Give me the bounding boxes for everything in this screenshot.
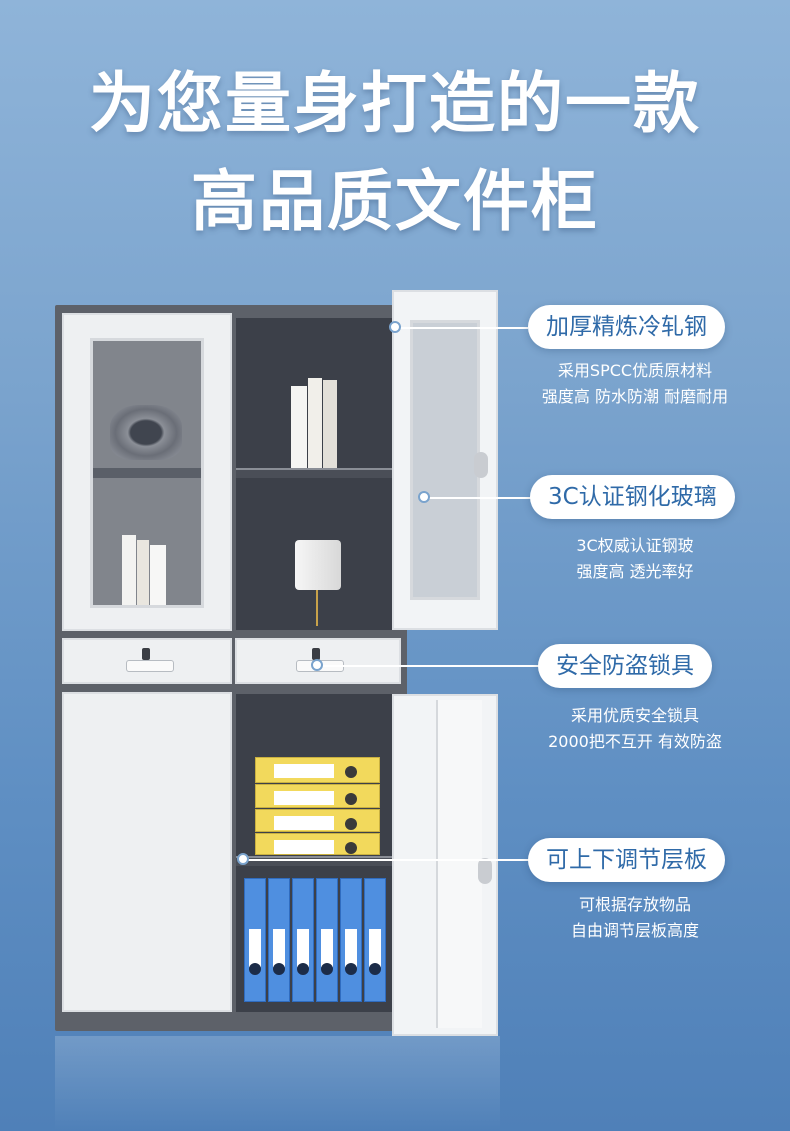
blue-binder: [244, 878, 266, 1002]
drawer-handle: [126, 660, 174, 672]
feature-4-title: 可上下调节层板: [528, 838, 725, 882]
connector-dot: [389, 321, 401, 333]
book: [150, 545, 166, 605]
connector-dot: [237, 853, 249, 865]
feature-1-line-2: 强度高 防水防潮 耐磨耐用: [541, 387, 729, 406]
vase-decoration: [110, 405, 182, 460]
feature-4-line-1: 可根据存放物品: [578, 895, 691, 914]
adjustable-shelf: [236, 856, 392, 866]
feature-3-title: 安全防盗锁具: [538, 644, 712, 688]
lock-icon: [312, 648, 320, 660]
blue-binder: [364, 878, 386, 1002]
yellow-file-box: [255, 757, 380, 783]
blue-binder: [268, 878, 290, 1002]
connector-line: [396, 327, 528, 329]
feature-4-line-2: 自由调节层板高度: [570, 921, 699, 940]
connector-line: [425, 497, 533, 499]
blue-binder: [340, 878, 362, 1002]
feature-3-desc: 采用优质安全锁具 2000把不互开 有效防盗: [510, 703, 760, 755]
door-panel-inner: [436, 700, 482, 1028]
upper-left-shelf: [93, 468, 201, 478]
feature-4-desc: 可根据存放物品 自由调节层板高度: [520, 892, 750, 944]
book: [122, 535, 136, 605]
lock-icon: [142, 648, 150, 660]
lower-left-door: [62, 692, 232, 1012]
feature-3-line-2: 2000把不互开 有效防盗: [548, 732, 722, 751]
feature-1-line-1: 采用SPCC优质原材料: [557, 361, 713, 380]
lock-icon: [478, 858, 492, 884]
planter-decoration: [295, 540, 341, 590]
feature-3-line-1: 采用优质安全锁具: [570, 706, 699, 725]
feature-2-title: 3C认证钢化玻璃: [530, 475, 735, 519]
feature-2-line-1: 3C权威认证钢玻: [576, 536, 694, 555]
planter-stand: [316, 590, 318, 626]
blue-binder: [316, 878, 338, 1002]
connector-line: [318, 665, 540, 667]
upper-right-shelf: [236, 468, 392, 478]
yellow-file-box: [255, 809, 380, 832]
connector-line: [244, 859, 530, 861]
feature-1-desc: 采用SPCC优质原材料 强度高 防水防潮 耐磨耐用: [505, 358, 765, 410]
book: [323, 380, 337, 468]
feature-2-desc: 3C权威认证钢玻 强度高 透光率好: [520, 533, 750, 585]
book: [308, 378, 322, 468]
yellow-file-box: [255, 833, 380, 855]
connector-dot: [311, 659, 323, 671]
feature-1-title: 加厚精炼冷轧钢: [528, 305, 725, 349]
floor-reflection: [55, 1036, 500, 1131]
connector-dot: [418, 491, 430, 503]
headline-line-1: 为您量身打造的一款: [89, 65, 701, 142]
lock-icon: [474, 452, 488, 478]
headline-line-2: 高品质文件柜: [191, 163, 599, 240]
book: [291, 386, 307, 468]
yellow-file-box: [255, 784, 380, 808]
book: [137, 540, 149, 605]
blue-binder: [292, 878, 314, 1002]
feature-2-line-2: 强度高 透光率好: [576, 562, 694, 581]
open-door-glass: [410, 320, 480, 600]
